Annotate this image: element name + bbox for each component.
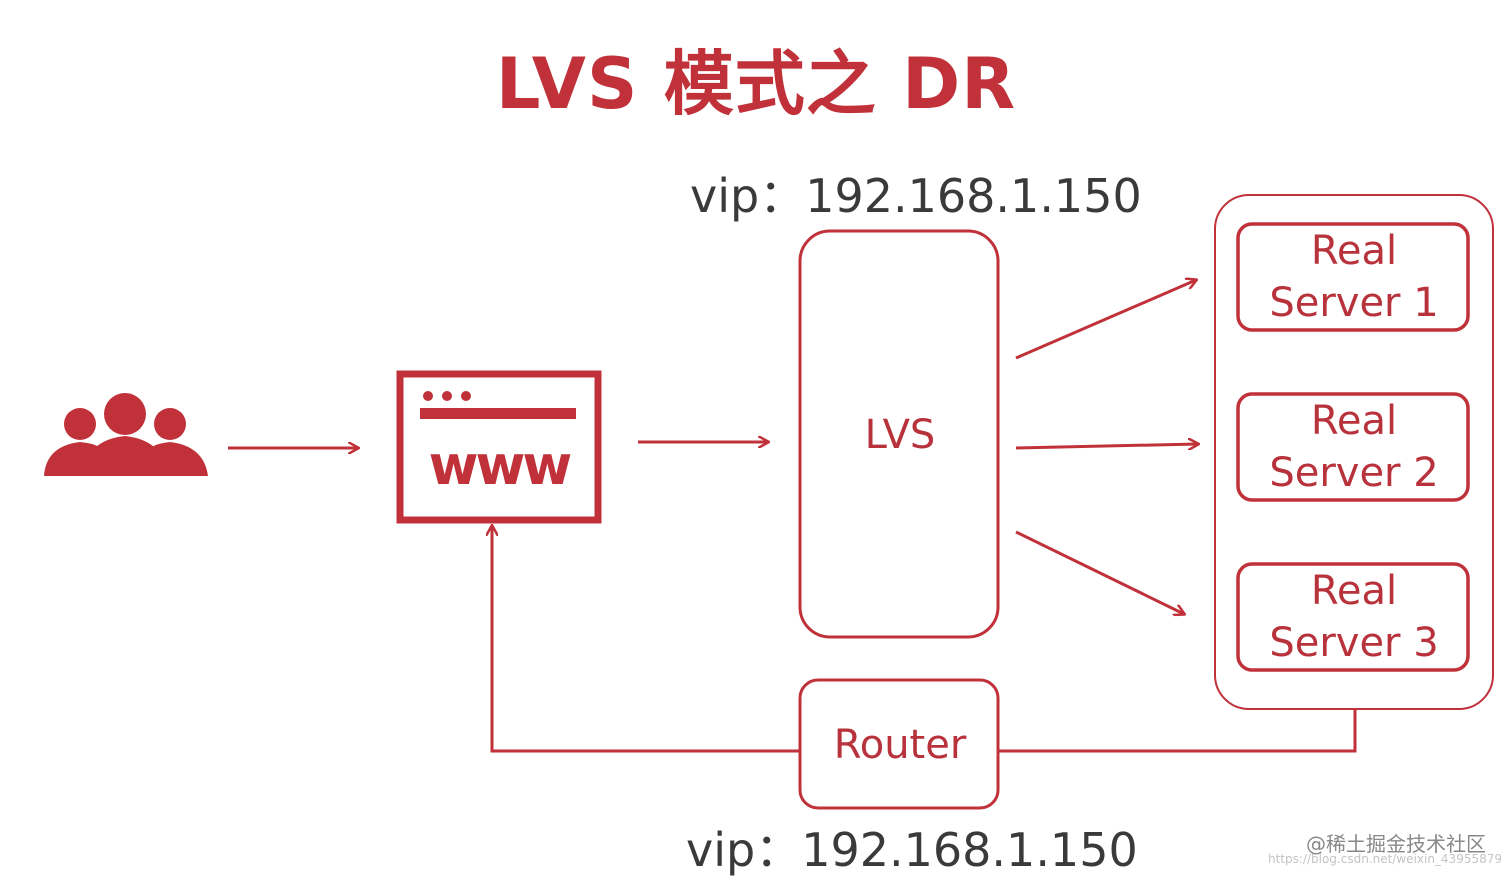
real-server-2-line1: Real	[1310, 398, 1398, 444]
real-server-1-box	[1236, 222, 1470, 332]
lvs-box	[798, 229, 1000, 639]
real-server-3-box	[1236, 562, 1470, 672]
real-server-1-line1: Real	[1310, 228, 1398, 274]
router-label: Router	[833, 722, 967, 768]
arrow-lvs-to-rs1	[1015, 280, 1196, 360]
real-server-1-line2: Server 1	[1269, 280, 1439, 326]
real-server-3-line1: Real	[1310, 568, 1398, 614]
real-server-2-label: Real Server 2	[1240, 394, 1468, 500]
arrow-lvs-to-rs2	[1015, 444, 1198, 448]
watermark: @稀土掘金技术社区	[1306, 832, 1486, 856]
real-server-3-line2: Server 3	[1269, 620, 1439, 666]
diagram-title: LVS 模式之 DR	[495, 43, 1017, 125]
lvs-label: LVS	[864, 412, 936, 458]
real-server-2-line2: Server 2	[1269, 450, 1439, 496]
real-server-1-label: Real Server 1	[1240, 224, 1468, 330]
vip-label-top: vip：192.168.1.150	[690, 169, 1142, 223]
router-box	[798, 678, 1000, 810]
vip-label-bottom: vip：192.168.1.150	[686, 823, 1138, 877]
return-line-router-to-www	[492, 526, 800, 753]
users-icon	[44, 393, 208, 476]
real-server-2-box	[1236, 392, 1470, 502]
watermark-url: https://blog.csdn.net/weixin_43955879	[1267, 852, 1502, 866]
browser-window-icon	[396, 370, 602, 524]
real-server-3-label: Real Server 3	[1240, 564, 1468, 670]
return-line-servers-to-router	[998, 709, 1357, 753]
www-label: www	[428, 434, 573, 497]
arrow-lvs-to-rs3	[1015, 530, 1184, 614]
